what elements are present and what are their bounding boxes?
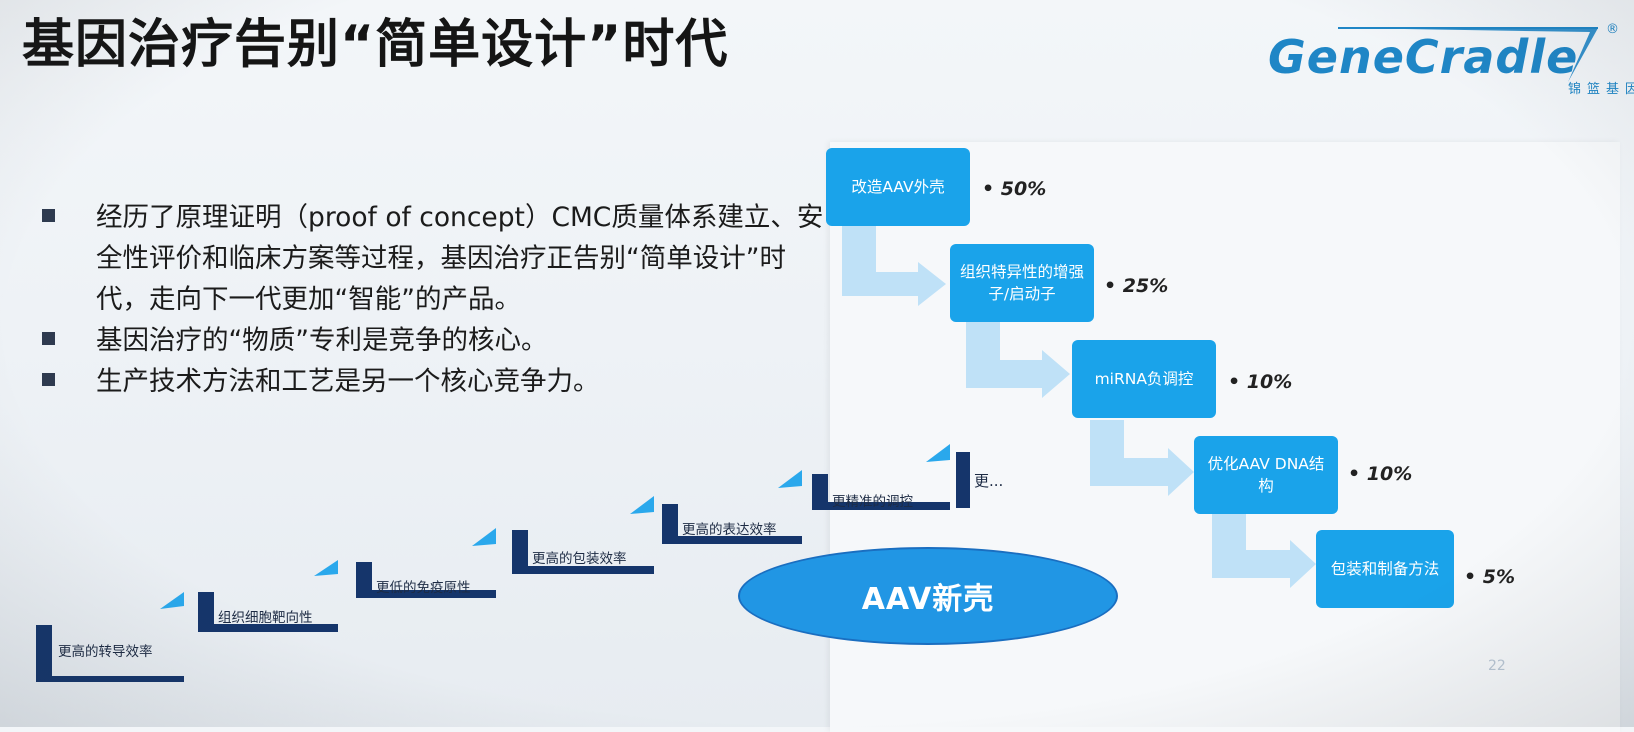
bullet-text: 经历了原理证明（proof of concept）CMC质量体系建立、安全性评价… xyxy=(96,202,824,315)
chain-percent: • 5% xyxy=(1464,566,1516,588)
genecradle-logo: GeneCradle 锦篮基因 ® xyxy=(1268,22,1634,102)
stair-label: 组织细胞靶向性 xyxy=(218,610,313,626)
bullet-square-icon xyxy=(42,373,55,386)
stair-label: 更高的包装效率 xyxy=(532,551,627,567)
bullet-list: 经历了原理证明（proof of concept）CMC质量体系建立、安全性评价… xyxy=(42,197,832,402)
bullet-item: 经历了原理证明（proof of concept）CMC质量体系建立、安全性评价… xyxy=(42,197,836,320)
bullet-item: 生产技术方法和工艺是另一个核心竞争力。 xyxy=(42,361,832,402)
bullet-text: 生产技术方法和工艺是另一个核心竞争力。 xyxy=(96,366,600,397)
stair-label: 更高的表达效率 xyxy=(682,522,777,538)
chain-box-enhancer: 组织特异性的增强子/启动子 xyxy=(950,244,1094,322)
bullet-square-icon xyxy=(42,332,55,345)
chain-box-label: 包装和制备方法 xyxy=(1330,560,1440,578)
logo-text: GeneCradle xyxy=(1268,30,1579,84)
chain-percent: • 10% xyxy=(1348,463,1413,485)
chain-box-label: 改造AAV外壳 xyxy=(851,178,945,196)
bullet-square-icon xyxy=(42,209,55,222)
chain-percent: • 50% xyxy=(982,178,1047,200)
bullet-text: 基因治疗的“物质”专利是竞争的核心。 xyxy=(96,325,548,356)
chain-percent: • 25% xyxy=(1104,275,1169,297)
slide-title: 基因治疗告别“简单设计”时代 xyxy=(22,15,729,75)
page-number: 22 xyxy=(1488,658,1506,674)
chain-box-packaging: 包装和制备方法 xyxy=(1316,530,1454,608)
aav-new-capsid-ellipse: AAV新壳 xyxy=(738,547,1118,645)
chain-box-label: 优化AAV DNA结构 xyxy=(1207,455,1325,495)
chain-box-capsid: 改造AAV外壳 xyxy=(826,148,970,226)
logo-subtext: 锦篮基因 xyxy=(1568,82,1634,97)
bullet-item: 基因治疗的“物质”专利是竞争的核心。 xyxy=(42,320,832,361)
stair-label: 更低的免疫原性 xyxy=(376,580,471,596)
stair-label: 更高的转导效率 xyxy=(58,644,153,660)
chain-box-label: miRNA负调控 xyxy=(1094,370,1194,388)
registered-mark: ® xyxy=(1606,22,1619,37)
ellipse-label: AAV新壳 xyxy=(861,582,995,617)
stair-label: 更精准的调控 xyxy=(832,494,913,510)
chain-box-dna: 优化AAV DNA结构 xyxy=(1194,436,1338,514)
chain-box-label: 组织特异性的增强子/启动子 xyxy=(959,263,1084,303)
cascade-arrow-icon xyxy=(842,226,1316,588)
stair-label: 更... xyxy=(974,472,1004,490)
chain-box-mirna: miRNA负调控 xyxy=(1072,340,1216,418)
stair-steps xyxy=(36,444,970,682)
logo-swoosh-icon xyxy=(1338,27,1598,82)
chain-percent: • 10% xyxy=(1228,371,1293,393)
